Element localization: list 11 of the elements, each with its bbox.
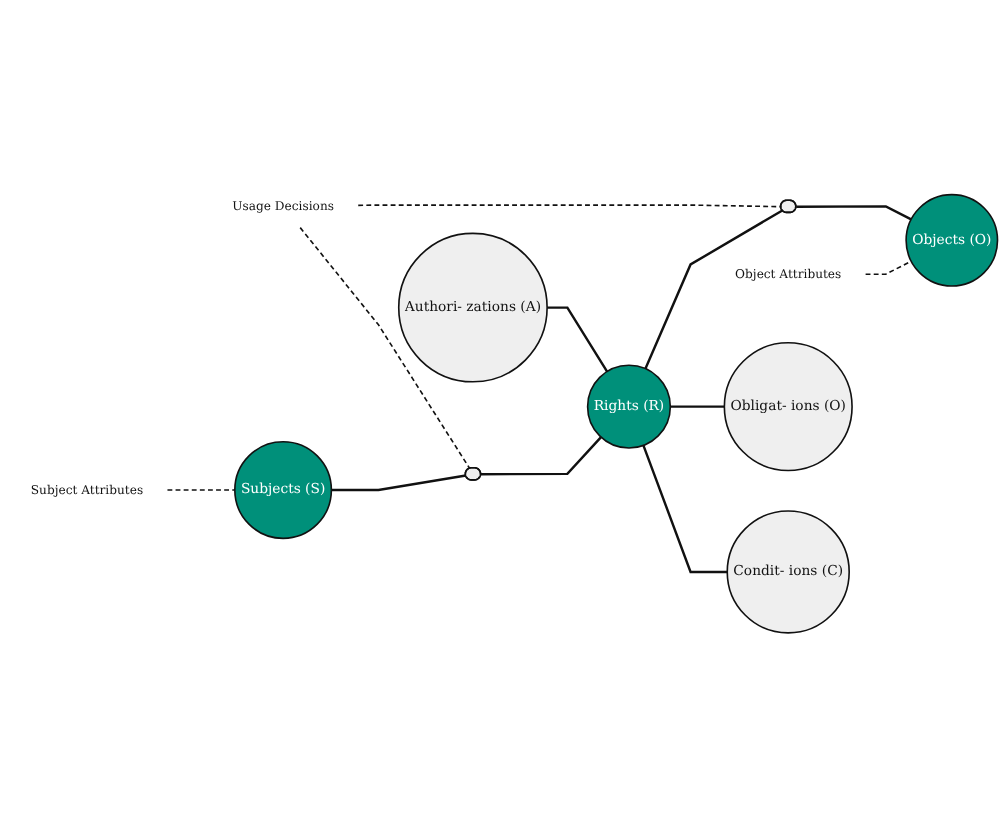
connector	[299, 226, 471, 470]
connector	[670, 405, 725, 408]
connector	[331, 474, 467, 492]
connector	[642, 444, 728, 574]
connector	[547, 306, 609, 373]
connector	[864, 260, 912, 275]
connector	[480, 436, 602, 476]
connector	[166, 489, 236, 491]
connector	[796, 205, 912, 221]
connector	[644, 209, 783, 370]
connector	[357, 204, 782, 208]
